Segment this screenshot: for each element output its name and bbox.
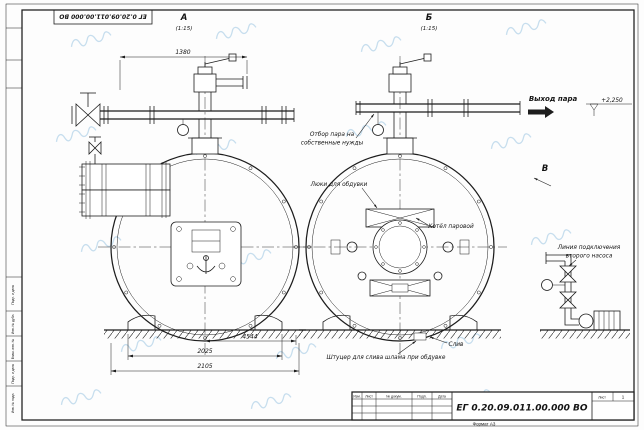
elevation-mark: +2,250 (586, 98, 632, 116)
steam-dome-a (188, 119, 222, 155)
manhole (372, 219, 428, 275)
frame-side-label: Подп. и дата (11, 285, 15, 305)
titleblock-col-data: Дата (438, 394, 446, 398)
inspection-boss (442, 241, 454, 253)
support-leg (127, 314, 156, 330)
label-drain: Слив (449, 342, 465, 348)
inspection-boss (357, 271, 367, 281)
drain-fitting (413, 332, 427, 341)
pressure-gauge-b (372, 112, 384, 136)
flange-bolts-b (307, 154, 493, 340)
support-leg (254, 314, 283, 330)
view-b-scale: (1:15) (421, 26, 438, 32)
steam-pipe-b (355, 99, 521, 117)
label-blowdown-hatches: Люки для обдувки (310, 182, 368, 188)
pressure-gauge-a (177, 119, 189, 136)
valve-icon (559, 291, 577, 301)
annotation-labels: Отбор пара на собственные нужды Люки для… (301, 113, 621, 361)
steam-outlet-label: Выход пара (529, 95, 578, 103)
view-a-boiler-front: А (1:15) (71, 13, 312, 358)
pump-assembly (540, 252, 630, 339)
view-v-letter: В (542, 164, 548, 174)
view-v-arrow: В (533, 164, 552, 187)
ground-hatch (104, 330, 306, 339)
blowdown-hatch-top (365, 208, 435, 228)
globe-valve (71, 92, 101, 127)
blowdown-hatch-bottom (369, 279, 431, 297)
label-steam-extraction-2: собственные нужды (301, 141, 364, 147)
inverted-doc-number-stamp: ЕГ 0.20.09.011.00.000 ВО (59, 13, 146, 20)
inspection-boss (433, 271, 443, 281)
frame-side-label: Взам. инв. № (11, 338, 15, 359)
dimension-d1: 4544 (242, 334, 257, 341)
dimension-d3: 2105 (197, 363, 212, 370)
titleblock-col-list: Лист (365, 394, 373, 398)
dimension-d2: 2025 (197, 348, 212, 355)
pump-motor (593, 310, 621, 331)
titleblock-sheet-label: Лист (598, 395, 606, 399)
steam-pipe-a (100, 106, 295, 124)
side-fitting (459, 239, 470, 255)
frame-side-label: Инв. № подл. (11, 393, 15, 414)
titleblock-col-doc: № докум. (386, 394, 401, 398)
view-a-scale: (1:15) (176, 26, 193, 32)
flow-arrow-icon (528, 106, 554, 118)
valve-icon (559, 273, 577, 283)
titleblock-doc-number: ЕГ 0.20.09.011.00.000 ВО (456, 404, 588, 414)
foundation-hatch (540, 330, 630, 339)
label-second-pump-line-2: второго насоса (566, 254, 613, 260)
sheet-frame: Подп. и дата Инв. № дубл. Взам. инв. № П… (5, 3, 639, 427)
elevation-value: +2,250 (601, 98, 623, 104)
view-b-letter: Б (426, 13, 433, 23)
support-leg (449, 314, 478, 330)
burner-door-assembly (170, 221, 242, 287)
economizer-unit (79, 136, 171, 219)
steam-dome-b (383, 112, 417, 155)
title-block: Изм. Лист № докум. Подп. Дата ЕГ 0.20.09… (351, 391, 635, 427)
view-a-letter: А (180, 13, 188, 23)
safety-valve-a (193, 53, 248, 111)
pump-pressure-gauge (541, 279, 553, 291)
titleblock-col-izm: Изм. (353, 394, 361, 398)
frame-side-label: Подп. и дата (11, 364, 15, 384)
frame-side-label: Инв. № дубл. (11, 314, 15, 334)
format-note: Формат А3 (473, 422, 496, 427)
pump-body (578, 313, 594, 329)
valve-icon (559, 299, 577, 309)
dimensions: 1380 4544 2025 2105 (110, 49, 300, 375)
safety-valve-b (388, 53, 432, 104)
label-steam-extraction-1: Отбор пара на (310, 132, 355, 138)
steam-outlet-group: Выход пара +2,250 В (528, 95, 632, 187)
inspection-boss (346, 241, 358, 253)
ground-hatch (299, 330, 501, 339)
dimension-pipe-span: 1380 (175, 49, 190, 56)
view-b-boiler-front: Б (1:15) (293, 13, 521, 358)
titleblock-col-podp: Подп. (417, 394, 426, 398)
side-fitting (330, 239, 341, 255)
support-leg (322, 314, 351, 330)
label-second-pump-line-1: Линия подключения (557, 245, 621, 251)
titleblock-sheet-value: 1 (622, 395, 625, 400)
label-steam-boiler: Котёл паровой (428, 224, 474, 230)
label-sludge-drain-fitting: Штуцер для слива шлама при обдувке (326, 355, 445, 361)
valve-icon (559, 265, 577, 275)
